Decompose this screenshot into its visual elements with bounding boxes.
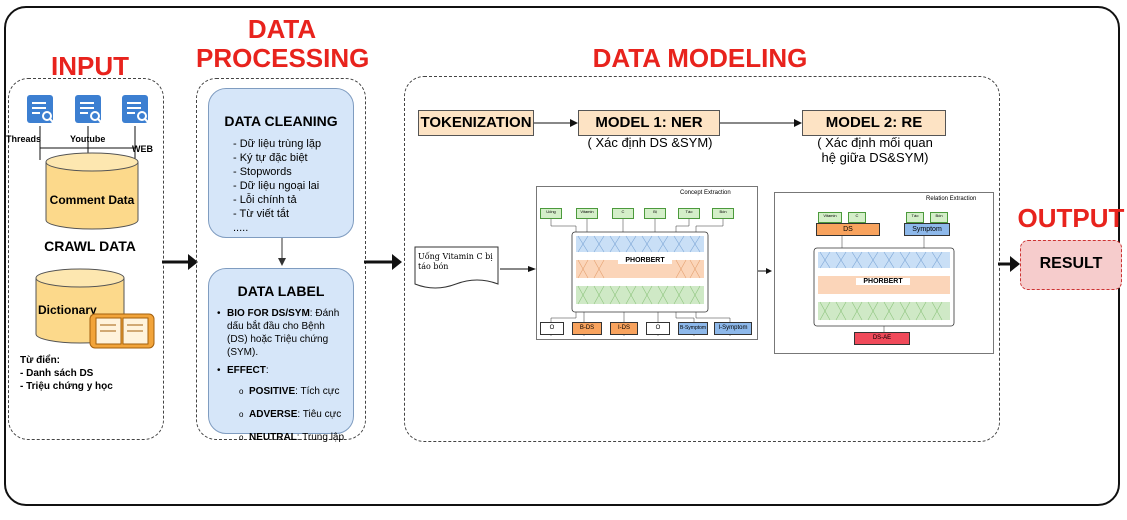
crawl-data-label: CRAWL DATA xyxy=(44,238,136,254)
processing-heading-line1: DATA xyxy=(247,14,317,44)
result-box: RESULT xyxy=(1020,240,1122,290)
concept-token: Uống xyxy=(540,208,562,219)
effect-bold: EFFECT xyxy=(227,365,266,376)
effect-neutral-bold: NEUTRAL xyxy=(249,432,297,443)
model-re-sub-line1: ( Xác định mối quan xyxy=(817,135,933,150)
concept-label-bds: B-DS xyxy=(572,322,602,335)
comment-db-label: Comment Data xyxy=(49,193,135,207)
data-label-title: DATA LABEL xyxy=(237,283,325,299)
concept-token: Bị xyxy=(644,208,666,219)
output-heading: OUTPUT xyxy=(1017,203,1125,233)
concept-title: Concept Extraction xyxy=(680,190,731,196)
model-ner-sub: ( Xác định DS &SYM) xyxy=(587,135,713,150)
input-doc-shape xyxy=(414,246,499,289)
concept-network-graphic xyxy=(550,219,731,336)
effect-text: : xyxy=(265,365,269,376)
book-icon xyxy=(89,313,155,349)
concept-token: Vitamin xyxy=(576,208,598,219)
modeling-panel xyxy=(404,76,1000,442)
source-connectors xyxy=(39,126,136,160)
relation-token-sym: Táo xyxy=(906,212,924,223)
concept-token: C xyxy=(612,208,634,219)
dict-item-ds: - Danh sách DS xyxy=(20,368,94,379)
relation-title: Relation Extraction xyxy=(926,196,977,202)
concept-token: Bón xyxy=(712,208,734,219)
arrow-doc-to-concept xyxy=(500,266,536,272)
concept-token: Táo xyxy=(678,208,700,219)
arrow-modeling-to-output xyxy=(998,256,1020,272)
relation-token-ds: Vitamin xyxy=(818,212,842,223)
web-doc-icon xyxy=(121,94,151,131)
cleaning-item: - Từ viết tắt xyxy=(233,208,290,220)
cleaning-item: - Ký tự đặc biệt xyxy=(233,152,308,164)
input-heading: INPUT xyxy=(51,51,129,81)
relation-sym-box: Symptom xyxy=(904,223,950,236)
effect-positive-bold: POSITIVE xyxy=(249,386,296,397)
relation-ds-box: DS xyxy=(816,223,880,236)
source-web: WEB xyxy=(132,144,153,154)
input-panel xyxy=(8,78,164,440)
cleaning-item: - Stopwords xyxy=(233,166,292,178)
input-doc-text: Uống Vitamin C bị táo bón xyxy=(418,252,493,271)
source-threads: Threads xyxy=(6,134,42,144)
relation-token-sym: Bón xyxy=(930,212,948,223)
effect-item: • EFFECT: xyxy=(217,365,269,376)
youtube-doc-icon xyxy=(74,94,104,131)
dict-title: Từ điển: xyxy=(20,355,61,366)
relation-token-ds: C xyxy=(848,212,866,223)
effect-neutral-text: : Trung lập xyxy=(296,432,345,443)
bio-bold: BIO FOR DS/SYM xyxy=(227,308,310,319)
concept-label-ids: I-DS xyxy=(610,322,638,335)
arrow-cleaning-to-label xyxy=(278,238,286,266)
dictionary-label: Dictionary xyxy=(38,303,97,317)
arrow-concept-to-relation xyxy=(758,268,772,274)
concept-label-bsym: B-Symptom xyxy=(678,322,708,335)
processing-heading-line2: PROCESSING xyxy=(196,43,370,73)
bio-item: • BIO FOR DS/SYM: Đánh dấu bắt đầu cho B… xyxy=(217,308,340,358)
arrow-processing-to-modeling xyxy=(364,254,402,270)
relation-phorbert-label: PHORBERT xyxy=(856,278,910,285)
model-re-sub: ( Xác định mối quan hệ giữa DS&SYM) xyxy=(796,135,954,165)
relation-output-box: DS-AE xyxy=(854,332,910,345)
relation-network-graphic xyxy=(813,236,955,332)
model-re-box: MODEL 2: RE xyxy=(802,110,946,136)
effect-adverse: o ADVERSE: Tiêu cực xyxy=(239,409,342,420)
effect-neutral: o NEUTRAL: Trung lập xyxy=(239,432,345,443)
effect-positive: o POSITIVE: Tích cực xyxy=(239,386,340,397)
threads-doc-icon xyxy=(26,94,56,131)
concept-label-o2: O xyxy=(646,322,670,335)
cleaning-item: - Dữ liệu ngoại lai xyxy=(233,180,320,192)
bio-text: : Đánh dấu bắt đầu cho Bệnh (DS) hoặc Tr… xyxy=(227,308,340,358)
cleaning-item: - Dữ liệu trùng lặp xyxy=(233,138,322,150)
tokenization-box: TOKENIZATION xyxy=(418,110,534,136)
modeling-heading: DATA MODELING xyxy=(592,43,808,73)
data-label-box: DATA LABEL • BIO FOR DS/SYM: Đánh dấu bắ… xyxy=(208,268,354,443)
cleaning-item: ..... xyxy=(233,222,249,234)
effect-positive-text: : Tích cực xyxy=(295,386,340,397)
model-re-sub-line2: hệ giữa DS&SYM) xyxy=(821,150,929,165)
effect-adverse-bold: ADVERSE xyxy=(249,409,298,420)
concept-label-isym: I-Symptom xyxy=(714,322,752,335)
arrow-tok-to-ner xyxy=(534,119,578,127)
concept-label-o: O xyxy=(540,322,564,335)
effect-adverse-text: : Tiêu cực xyxy=(297,409,342,420)
processing-panel xyxy=(196,78,366,440)
dictionary-desc: Từ điển: - Danh sách DS - Triệu chứng y … xyxy=(20,354,113,393)
cleaning-item: - Lỗi chính tả xyxy=(233,194,297,206)
processing-heading: DATA PROCESSING xyxy=(196,14,370,73)
data-cleaning-box: DATA CLEANING - Dữ liệu trùng lặp - Ký t… xyxy=(208,88,354,238)
comment-db-icon xyxy=(45,152,139,230)
data-cleaning-title: DATA CLEANING xyxy=(224,113,338,129)
arrow-ner-to-re xyxy=(720,119,802,127)
arrow-input-to-processing xyxy=(162,254,198,270)
model-ner-box: MODEL 1: NER xyxy=(578,110,720,136)
dict-item-sym: - Triệu chứng y học xyxy=(20,381,113,392)
concept-phorbert-label: PHORBERT xyxy=(618,257,672,264)
